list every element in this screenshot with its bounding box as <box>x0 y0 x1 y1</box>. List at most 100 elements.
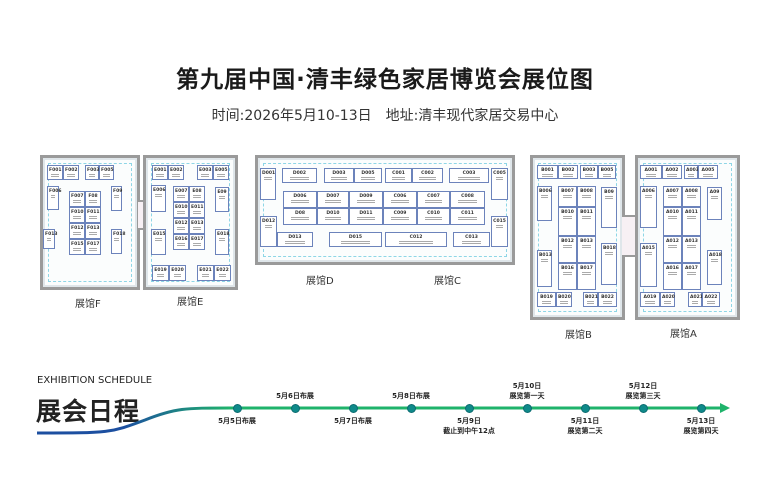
booth[interactable]: D003 <box>324 168 354 183</box>
booth[interactable]: A013 <box>682 236 701 263</box>
booth[interactable]: B09 <box>601 187 617 228</box>
booth[interactable]: D012 <box>260 216 277 247</box>
booth[interactable]: E002 <box>168 165 184 180</box>
booth[interactable]: B008 <box>577 186 596 207</box>
booth[interactable]: F09 <box>111 186 122 211</box>
booth[interactable]: E08 <box>189 186 205 202</box>
booth[interactable]: E022 <box>214 265 231 281</box>
booth[interactable]: C010 <box>417 208 450 225</box>
booth[interactable]: B011 <box>577 207 596 236</box>
booth[interactable]: B018 <box>601 243 617 285</box>
booth[interactable]: B006 <box>537 186 552 221</box>
booth[interactable]: B020 <box>556 292 572 307</box>
booth[interactable]: B013 <box>577 236 596 263</box>
booth[interactable]: A003 <box>684 165 699 179</box>
booth[interactable]: A005 <box>698 165 718 179</box>
booth[interactable]: B001 <box>537 165 558 179</box>
booth[interactable]: E020 <box>169 265 186 281</box>
booth[interactable]: D08 <box>283 208 317 225</box>
booth[interactable]: C002 <box>412 168 443 183</box>
booth[interactable]: A002 <box>662 165 682 179</box>
booth[interactable]: D010 <box>317 208 349 225</box>
booth[interactable]: E015 <box>151 229 166 255</box>
booth[interactable]: F015 <box>69 239 85 255</box>
booth[interactable]: E021 <box>197 265 214 281</box>
booth[interactable]: A016 <box>663 263 682 290</box>
booth[interactable]: C012 <box>385 232 447 247</box>
booth[interactable]: B003 <box>580 165 598 179</box>
booth[interactable]: C008 <box>450 191 485 208</box>
booth[interactable]: F018 <box>111 229 125 254</box>
booth[interactable]: A017 <box>682 263 701 290</box>
booth[interactable]: F08 <box>85 191 101 207</box>
booth[interactable]: A021 <box>688 292 703 307</box>
booth[interactable]: E006 <box>151 185 166 212</box>
booth[interactable]: A011 <box>682 207 701 236</box>
booth[interactable]: D009 <box>349 191 383 208</box>
booth[interactable]: B007 <box>558 186 577 207</box>
booth[interactable]: F013 <box>43 229 57 249</box>
booth[interactable]: A006 <box>640 186 657 228</box>
booth[interactable]: F010 <box>69 207 85 223</box>
booth[interactable]: E010 <box>173 202 189 218</box>
booth[interactable]: E007 <box>173 186 189 202</box>
booth[interactable]: D015 <box>329 232 382 247</box>
booth[interactable]: F001 <box>47 165 63 180</box>
booth[interactable]: F007 <box>69 191 85 207</box>
booth[interactable]: D006 <box>283 191 317 208</box>
booth[interactable]: E003 <box>197 165 213 180</box>
booth[interactable]: F017 <box>85 239 101 255</box>
booth[interactable]: D005 <box>354 168 382 183</box>
booth[interactable]: B016 <box>558 263 577 290</box>
booth[interactable]: E019 <box>152 265 169 281</box>
booth[interactable]: D013 <box>277 232 313 247</box>
booth[interactable]: F011 <box>85 207 101 223</box>
booth[interactable]: B022 <box>598 292 617 307</box>
booth[interactable]: F013 <box>85 223 101 239</box>
booth[interactable]: D007 <box>317 191 349 208</box>
booth[interactable]: B017 <box>577 263 596 290</box>
booth[interactable]: B010 <box>558 207 577 236</box>
booth[interactable]: A019 <box>640 292 660 307</box>
booth[interactable]: E017 <box>189 234 205 250</box>
booth[interactable]: A012 <box>663 236 682 263</box>
booth[interactable]: A022 <box>702 292 720 307</box>
booth[interactable]: B021 <box>583 292 598 307</box>
booth[interactable]: B012 <box>558 236 577 263</box>
booth[interactable]: E016 <box>173 234 189 250</box>
booth[interactable]: F003 <box>85 165 99 180</box>
booth[interactable]: C015 <box>491 216 508 247</box>
booth[interactable]: A018 <box>707 250 722 285</box>
booth[interactable]: F002 <box>63 165 79 180</box>
booth[interactable]: E001 <box>152 165 168 180</box>
booth[interactable]: E011 <box>189 202 205 218</box>
booth[interactable]: A015 <box>640 243 657 287</box>
booth[interactable]: A010 <box>663 207 682 236</box>
booth[interactable]: B013 <box>537 250 552 287</box>
booth[interactable]: A09 <box>707 187 722 220</box>
booth[interactable]: F012 <box>69 223 85 239</box>
booth[interactable]: A007 <box>663 186 682 207</box>
booth[interactable]: E005 <box>213 165 229 180</box>
booth[interactable]: B019 <box>537 292 556 307</box>
booth[interactable]: A001 <box>640 165 662 179</box>
booth[interactable]: B002 <box>558 165 578 179</box>
booth[interactable]: B005 <box>598 165 616 179</box>
booth[interactable]: D011 <box>349 208 383 225</box>
booth[interactable]: C013 <box>453 232 490 247</box>
booth[interactable]: E012 <box>173 218 189 234</box>
booth[interactable]: E013 <box>189 218 205 234</box>
booth[interactable]: A008 <box>682 186 701 207</box>
booth[interactable]: D002 <box>282 168 317 183</box>
booth[interactable]: C006 <box>383 191 417 208</box>
booth[interactable]: C007 <box>417 191 450 208</box>
booth[interactable]: E09 <box>215 187 229 212</box>
booth[interactable]: E018 <box>215 229 229 255</box>
booth[interactable]: F005 <box>99 165 114 180</box>
booth[interactable]: C005 <box>491 168 508 200</box>
booth[interactable]: A020 <box>660 292 675 307</box>
booth[interactable]: C009 <box>383 208 417 225</box>
booth[interactable]: F006 <box>47 186 61 210</box>
booth[interactable]: D001 <box>260 168 276 200</box>
booth[interactable]: C001 <box>385 168 412 183</box>
